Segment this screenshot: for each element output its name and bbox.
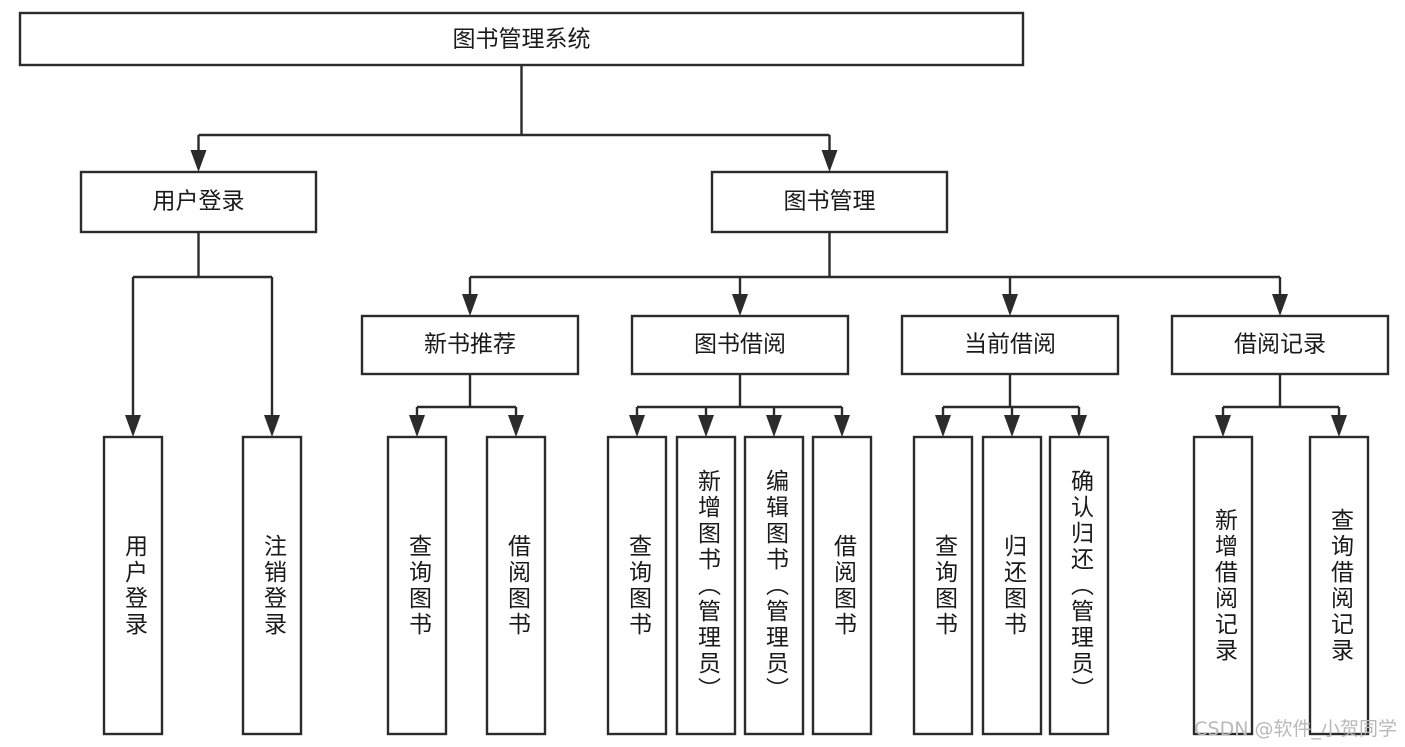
arrowhead-leaf-add-book-admin [698,415,714,437]
node-leaf-add-borrow-record-box[interactable] [1192,435,1254,736]
leaf-box-group [102,435,1370,736]
node-user-login-label: 用户登录 [153,189,245,215]
arrowhead-leaf-edit-book-admin [766,415,782,437]
node-root-label: 图书管理系统 [453,27,591,53]
csdn-watermark: CSDN @软件_小贺同学 [1194,718,1397,740]
arrowhead-current-borrow [1002,294,1018,316]
arrowhead-new-book-recommend [462,294,478,316]
node-new-book-recommend-label: 新书推荐 [424,332,516,358]
arrowhead-leaf-confirm-return [1071,415,1087,437]
node-book-borrow-box[interactable] [630,314,850,376]
node-book-borrow-label: 图书借阅 [694,332,786,358]
node-leaf-query-book-2-box[interactable] [606,435,668,736]
arrowhead-book-borrow [732,294,748,316]
arrowhead-leaf-add-borrow-record [1215,415,1231,437]
node-leaf-edit-book-admin-box[interactable] [743,435,805,736]
arrowhead-leaf-query-book-3 [935,415,951,437]
node-current-borrow[interactable]: 当前借阅 [900,314,1120,376]
node-leaf-user-login-box[interactable] [102,435,164,736]
arrowhead-leaf-query-book-2 [629,415,645,437]
node-book-manage-label: 图书管理 [784,189,876,215]
node-new-book-recommend-box[interactable] [360,314,580,376]
node-current-borrow-label: 当前借阅 [964,332,1056,358]
node-book-borrow[interactable]: 图书借阅 [630,314,850,376]
arrowhead-leaf-borrow-book-1 [508,415,524,437]
arrowhead-user-login [190,150,207,172]
arrowhead-leaf-return-book [1004,415,1020,437]
node-book-manage-box[interactable] [710,170,949,234]
node-leaf-logout-login-box[interactable] [241,435,303,736]
arrowhead-leaf-query-book-1 [409,415,425,437]
node-leaf-query-borrow-record-box[interactable] [1308,435,1370,736]
node-leaf-return-book-box[interactable] [981,435,1043,736]
node-borrow-record[interactable]: 借阅记录 [1170,314,1390,376]
node-book-manage[interactable]: 图书管理 [710,170,949,234]
arrowhead-book-manage [821,150,838,172]
arrowhead-leaf-borrow-book-2 [834,415,850,437]
arrowhead-leaf-logout-login [264,415,280,437]
node-leaf-borrow-book-1-box[interactable] [485,435,547,736]
node-borrow-record-box[interactable] [1170,314,1390,376]
node-leaf-add-book-admin-box[interactable] [675,435,737,736]
node-leaf-confirm-return-box[interactable] [1048,435,1110,736]
node-borrow-record-label: 借阅记录 [1234,332,1326,358]
node-leaf-query-book-1-box[interactable] [386,435,448,736]
node-leaf-query-book-3-box[interactable] [912,435,974,736]
node-leaf-borrow-book-2-box[interactable] [811,435,873,736]
node-root-box[interactable] [18,11,1025,67]
connector-group [125,65,1347,437]
arrowhead-leaf-user-login [125,415,141,437]
arrowhead-leaf-query-borrow-record [1331,415,1347,437]
node-user-login[interactable]: 用户登录 [79,170,318,234]
node-root[interactable]: 图书管理系统 [18,11,1025,67]
node-new-book-recommend[interactable]: 新书推荐 [360,314,580,376]
node-user-login-box[interactable] [79,170,318,234]
node-current-borrow-box[interactable] [900,314,1120,376]
arrowhead-borrow-record [1272,294,1288,316]
